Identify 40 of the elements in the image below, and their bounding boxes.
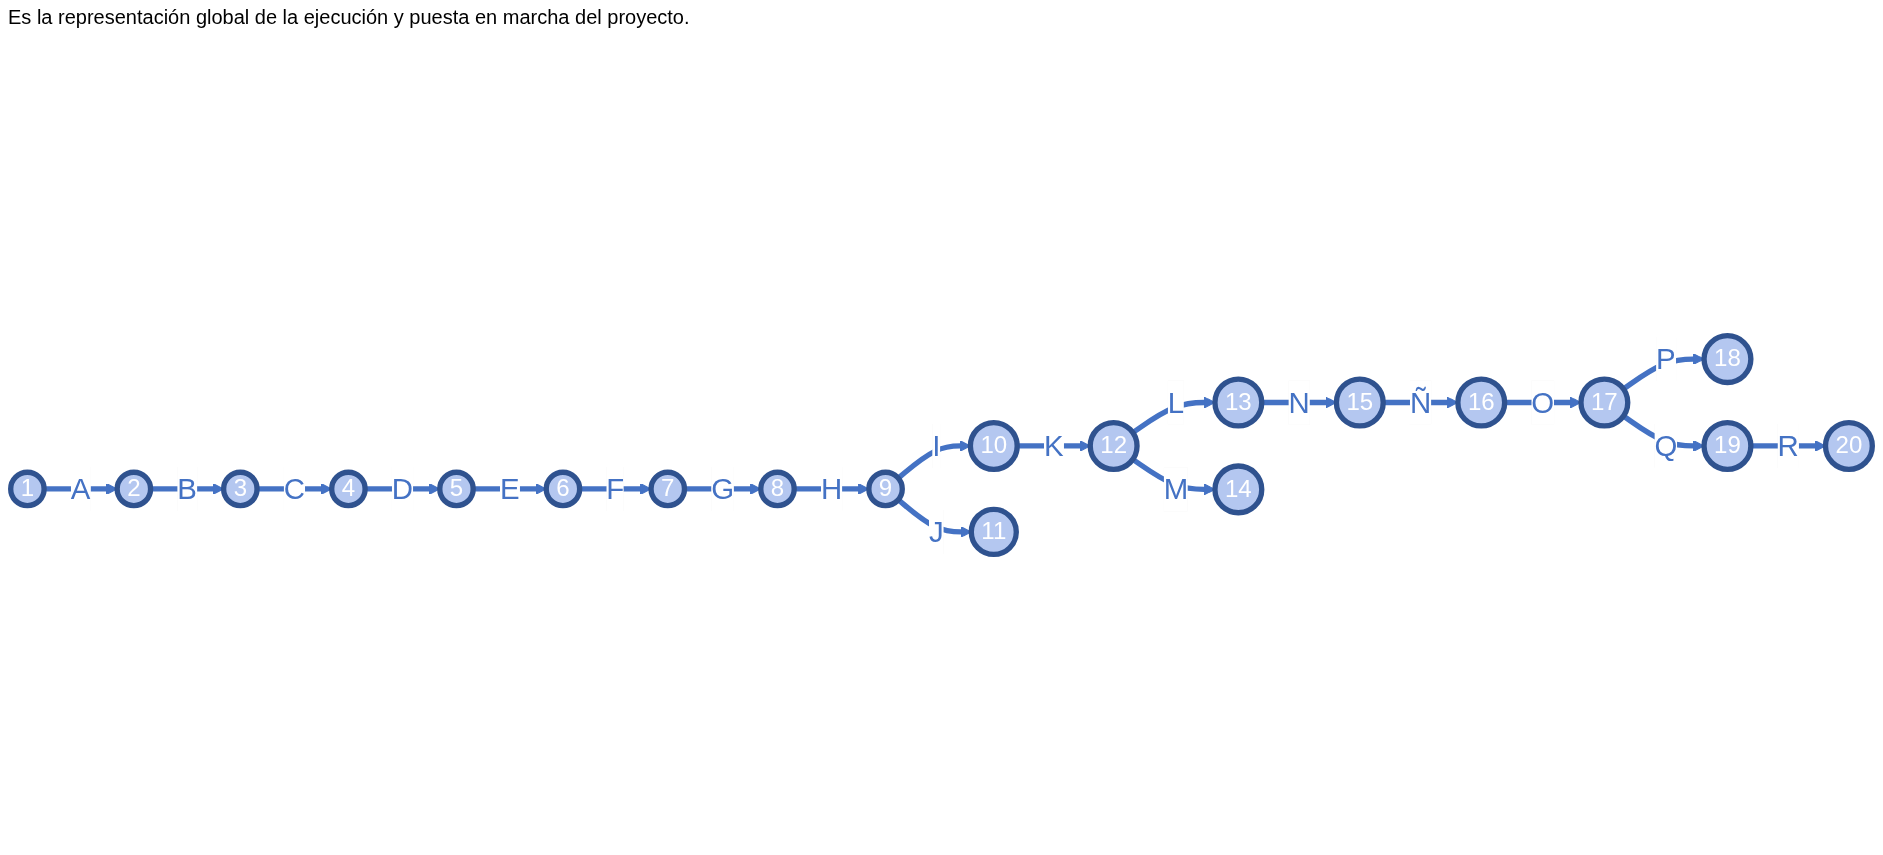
edge-label: C	[283, 472, 305, 506]
edge-label: O	[1531, 385, 1555, 420]
edge-label: J	[928, 515, 944, 549]
node-circle: 18	[1701, 332, 1754, 386]
node-circle: 17	[1578, 376, 1631, 429]
edge-label: G	[711, 472, 735, 506]
edge-label: K	[1043, 429, 1064, 463]
edge-label: E	[499, 472, 520, 506]
edge-label: F	[606, 472, 625, 506]
node-circle: 4	[329, 469, 368, 509]
node-circle: 13	[1212, 376, 1265, 429]
edge-label: A	[70, 472, 91, 506]
node-circle: 5	[437, 469, 476, 509]
node-circle: 2	[114, 469, 154, 509]
node-circle: 19	[1701, 419, 1754, 472]
edge-label: H	[820, 472, 843, 506]
edge-label: B	[177, 472, 197, 506]
node-circle: 7	[648, 469, 688, 509]
edge-label: M	[1163, 472, 1189, 507]
node-circle: 16	[1455, 376, 1508, 429]
edge-label: R	[1777, 429, 1799, 463]
node-circle: 9	[866, 469, 905, 509]
node-circle: 12	[1087, 419, 1140, 472]
edge-label: N	[1288, 385, 1310, 420]
edge-label: Q	[1654, 429, 1678, 463]
node-circle: 11	[968, 506, 1019, 558]
node-circle: 8	[758, 469, 797, 509]
node-circle: 10	[967, 419, 1020, 472]
edge-label: L	[1167, 385, 1185, 420]
edge-label: Ñ	[1409, 385, 1432, 420]
node-circle: 1	[8, 469, 47, 509]
node-circle: 14	[1212, 463, 1265, 516]
edge-label: I	[932, 429, 941, 463]
node-circle: 15	[1333, 376, 1386, 429]
edge-label: D	[391, 472, 414, 506]
node-circle: 6	[543, 469, 583, 509]
node-circle: 3	[220, 469, 260, 509]
node-circle: 20	[1822, 419, 1875, 472]
title: Es la representación global de la ejecución y puesta en marcha del proyecto.	[8, 6, 690, 29]
edge-label: P	[1656, 342, 1676, 376]
